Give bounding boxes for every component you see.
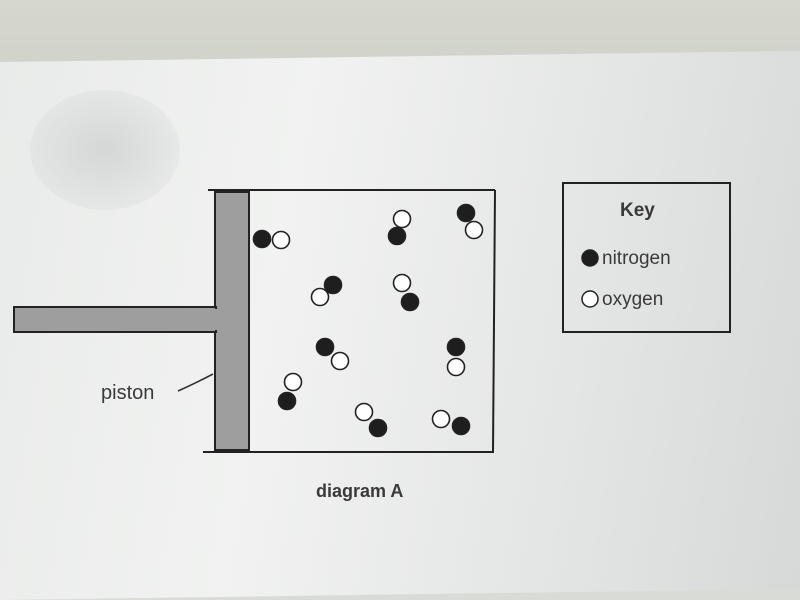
molecule	[394, 275, 419, 311]
key-title: Key	[620, 200, 655, 221]
molecule	[317, 339, 349, 370]
diagram-caption: diagram A	[316, 481, 403, 501]
nitrogen-key-symbol	[582, 250, 598, 266]
nitrogen-atom	[370, 420, 387, 437]
piston-pointer	[178, 374, 213, 391]
nitrogen-atom	[317, 339, 334, 356]
nitrogen-atom	[453, 418, 470, 435]
oxygen-key-symbol	[582, 291, 598, 307]
oxygen-atom	[285, 374, 302, 391]
piston-plate	[215, 192, 249, 450]
nitrogen-atom	[279, 393, 296, 410]
oxygen-atom	[448, 359, 465, 376]
molecule	[448, 339, 465, 376]
oxygen-atom	[332, 353, 349, 370]
oxygen-atom	[466, 222, 483, 239]
nitrogen-key-label: nitrogen	[602, 248, 671, 269]
oxygen-atom	[433, 411, 450, 428]
nitrogen-atom	[458, 205, 475, 222]
key-box: Key nitrogen oxygen	[563, 183, 730, 332]
oxygen-key-label: oxygen	[602, 289, 663, 310]
cylinder-right-wall	[493, 190, 495, 452]
oxygen-atom	[394, 211, 411, 228]
molecules	[254, 205, 483, 437]
piston-rod	[14, 307, 216, 332]
oxygen-atom	[394, 275, 411, 292]
molecule	[312, 277, 342, 306]
molecule	[356, 404, 387, 437]
oxygen-atom	[312, 289, 329, 306]
nitrogen-atom	[402, 294, 419, 311]
oxygen-atom	[273, 232, 290, 249]
molecule	[254, 231, 290, 249]
oxygen-atom	[356, 404, 373, 421]
nitrogen-atom	[448, 339, 465, 356]
piston-label: piston	[101, 382, 154, 404]
molecule	[458, 205, 483, 239]
piston-joint	[213, 309, 219, 330]
molecule	[433, 411, 470, 435]
molecule	[389, 211, 411, 245]
molecule	[279, 374, 302, 410]
nitrogen-atom	[389, 228, 406, 245]
nitrogen-atom	[254, 231, 271, 248]
